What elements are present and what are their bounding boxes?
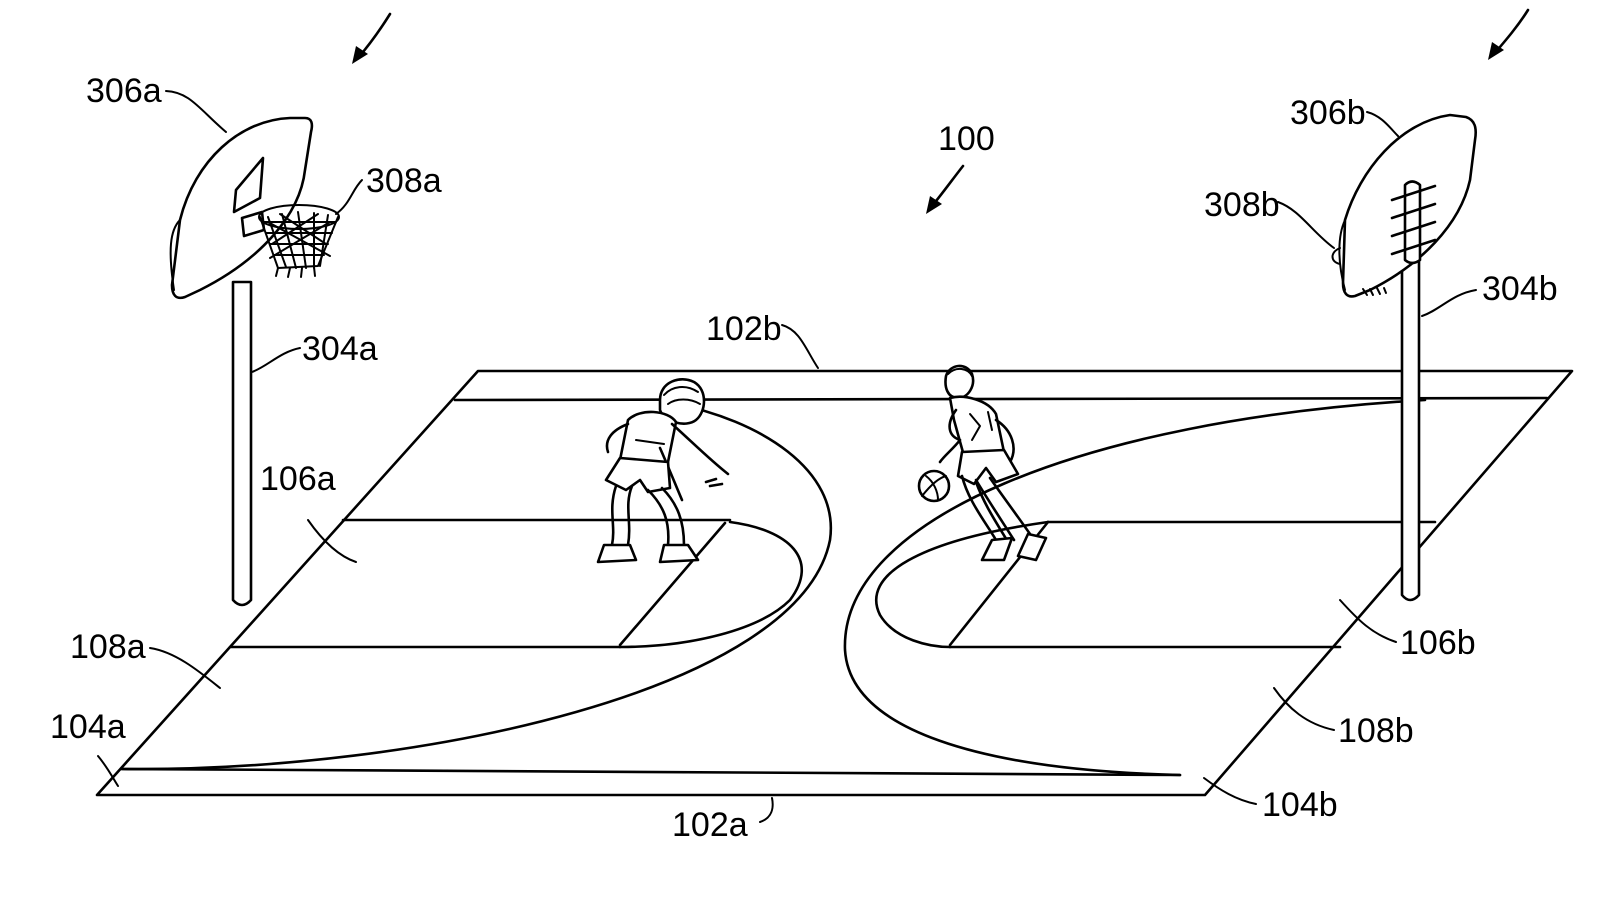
label-304b: 304b: [1482, 270, 1558, 308]
label-102b: 102b: [706, 310, 782, 348]
far-inner-line: [455, 398, 1547, 400]
label-106a: 106a: [260, 460, 336, 498]
label-308b: 308b: [1204, 186, 1280, 224]
label-306a: 306a: [86, 72, 162, 110]
label-108a: 108a: [70, 628, 146, 666]
label-308a: 308a: [366, 162, 442, 200]
label-306b: 306b: [1290, 94, 1366, 132]
right-hoop: [1333, 115, 1476, 600]
label-100: 100: [938, 120, 995, 158]
left-pole: [233, 282, 251, 605]
label-108b: 108b: [1338, 712, 1414, 750]
player-defender: [598, 379, 728, 562]
player-dribbler: [919, 366, 1046, 560]
right-pole: [1402, 215, 1419, 600]
left-three-point-arc: [122, 403, 831, 769]
label-106b: 106b: [1400, 624, 1476, 662]
label-102a: 102a: [672, 806, 748, 844]
left-key-free-throw-line: [620, 523, 725, 645]
label-104b: 104b: [1262, 786, 1338, 824]
near-inner-line: [122, 769, 1180, 775]
label-304a: 304a: [302, 330, 378, 368]
label-104a: 104a: [50, 708, 126, 746]
